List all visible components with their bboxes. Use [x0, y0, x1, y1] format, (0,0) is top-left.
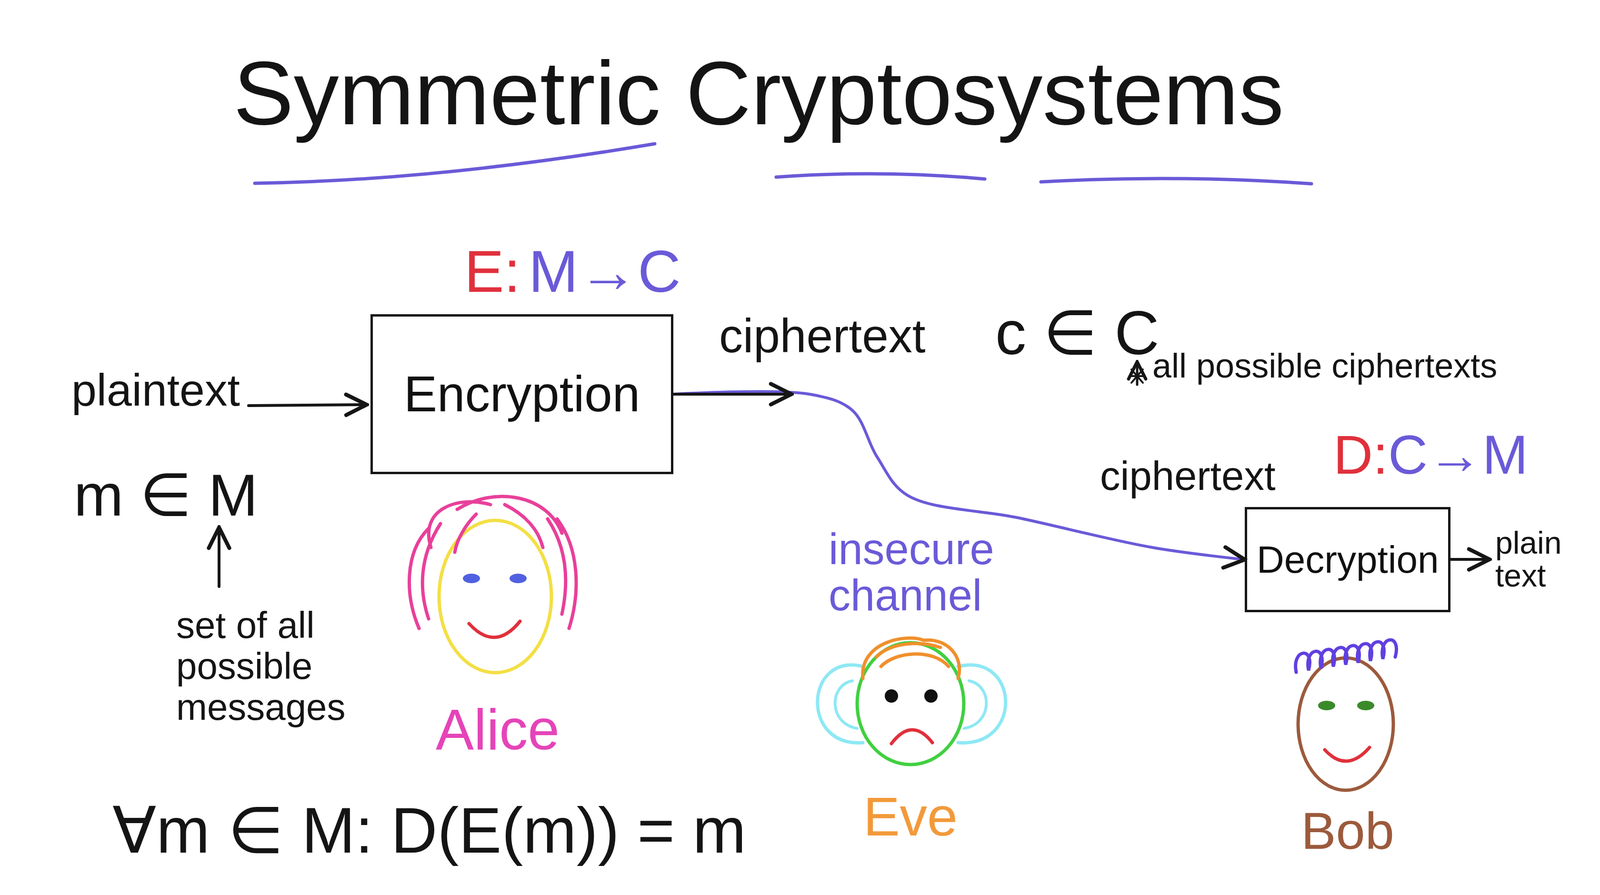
person-name: Bob [1300, 800, 1395, 862]
smile [1324, 747, 1370, 762]
eve-face [817, 638, 1006, 765]
face-outline [857, 642, 964, 765]
function-signature: C→M [1388, 423, 1529, 487]
set-membership: c ∈ C [995, 297, 1160, 370]
smile [469, 621, 520, 638]
correctness-formula: ∀m ∈ M: D(E(m)) = m [112, 793, 747, 868]
annotation-note: set of all possible messages [176, 605, 377, 728]
diagram-title: Symmetric Cryptosystems [233, 38, 1284, 148]
title-underline [254, 143, 655, 184]
person-name: Alice [435, 696, 560, 763]
function-name: D: [1333, 423, 1389, 487]
eye [884, 689, 899, 703]
channel-label: insecure channel [828, 526, 1053, 619]
pointer-arrow [217, 527, 221, 587]
hair [1295, 640, 1397, 673]
output-label: ciphertext [719, 308, 926, 364]
eye [462, 573, 480, 584]
eye [1318, 700, 1336, 711]
frown [891, 730, 933, 744]
input-label: ciphertext [1100, 452, 1276, 500]
function-name: E: [464, 237, 521, 306]
hair [409, 496, 577, 629]
output-arrow [1449, 558, 1490, 561]
eye [1357, 700, 1375, 711]
person-name: Eve [863, 785, 958, 849]
eye [924, 689, 938, 703]
input-label: plaintext [71, 364, 240, 417]
eye [509, 573, 527, 584]
title-underline [1040, 178, 1312, 184]
process-box: Decryption [1244, 507, 1451, 613]
input-arrow [248, 404, 367, 406]
ear [835, 680, 858, 729]
bob-face [1295, 640, 1397, 791]
box-label: Encryption [403, 365, 640, 424]
function-signature: M→C [528, 237, 681, 306]
ear [964, 680, 987, 729]
alice-face [409, 496, 577, 673]
set-membership: m ∈ M [73, 460, 259, 530]
output-arrow [673, 392, 792, 396]
asterisk-mark [1129, 369, 1145, 383]
box-label: Decryption [1256, 538, 1439, 582]
output-label: plain text [1495, 526, 1596, 593]
face-outline [1298, 658, 1394, 791]
hair [862, 638, 960, 679]
process-box: Encryption [370, 314, 674, 475]
annotation-note: all possible ciphertexts [1152, 346, 1498, 386]
title-underline [776, 173, 985, 180]
